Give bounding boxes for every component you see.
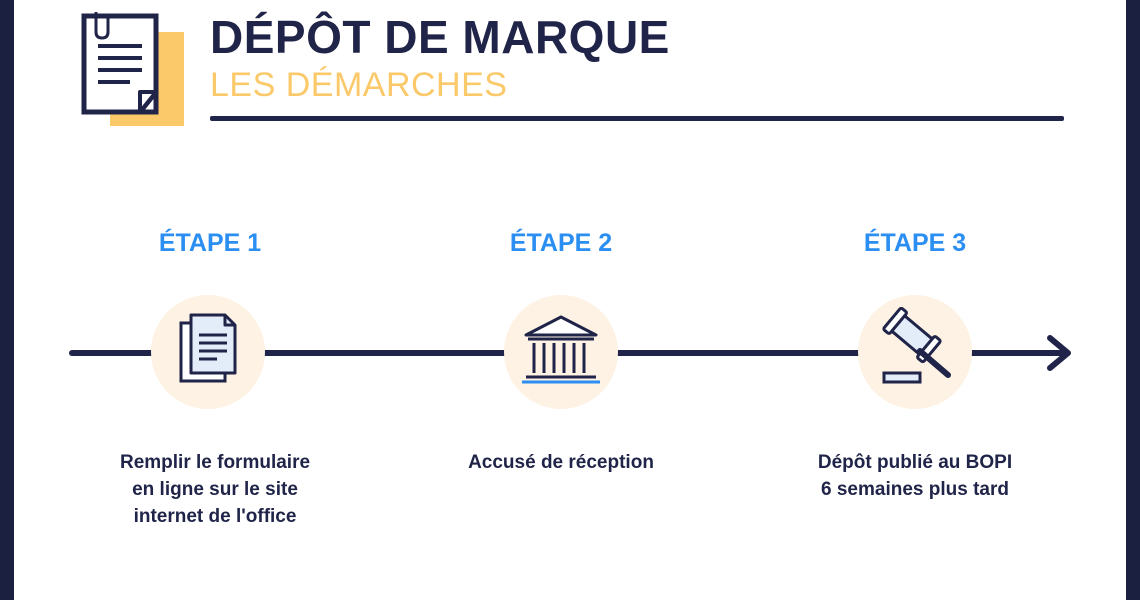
step-2-circle	[504, 295, 618, 409]
page-title: DÉPÔT DE MARQUE	[210, 11, 670, 63]
documents-icon	[179, 313, 237, 383]
institution-building-icon	[522, 315, 600, 384]
step-1-description: Remplir le formulaire en ligne sur le si…	[119, 452, 311, 527]
step-2-description: Accusé de réception	[468, 452, 654, 473]
gavel-icon	[882, 306, 951, 384]
step-3-title: ÉTAPE 3	[863, 229, 967, 257]
page-subtitle: LES DÉMARCHES	[210, 66, 508, 104]
title-divider	[210, 116, 1064, 121]
step-2-title: ÉTAPE 2	[509, 229, 613, 257]
step-3-description: Dépôt publié au BOPI 6 semaines plus tar…	[817, 452, 1013, 500]
step-1-title: ÉTAPE 1	[158, 229, 262, 257]
step-1-circle	[151, 295, 265, 409]
infographic-card: DÉPÔT DE MARQUE LES DÉMARCHES ÉTAPE 1 Re…	[14, 0, 1126, 600]
document-clip-icon	[81, 12, 184, 126]
step-3-circle	[858, 295, 972, 409]
